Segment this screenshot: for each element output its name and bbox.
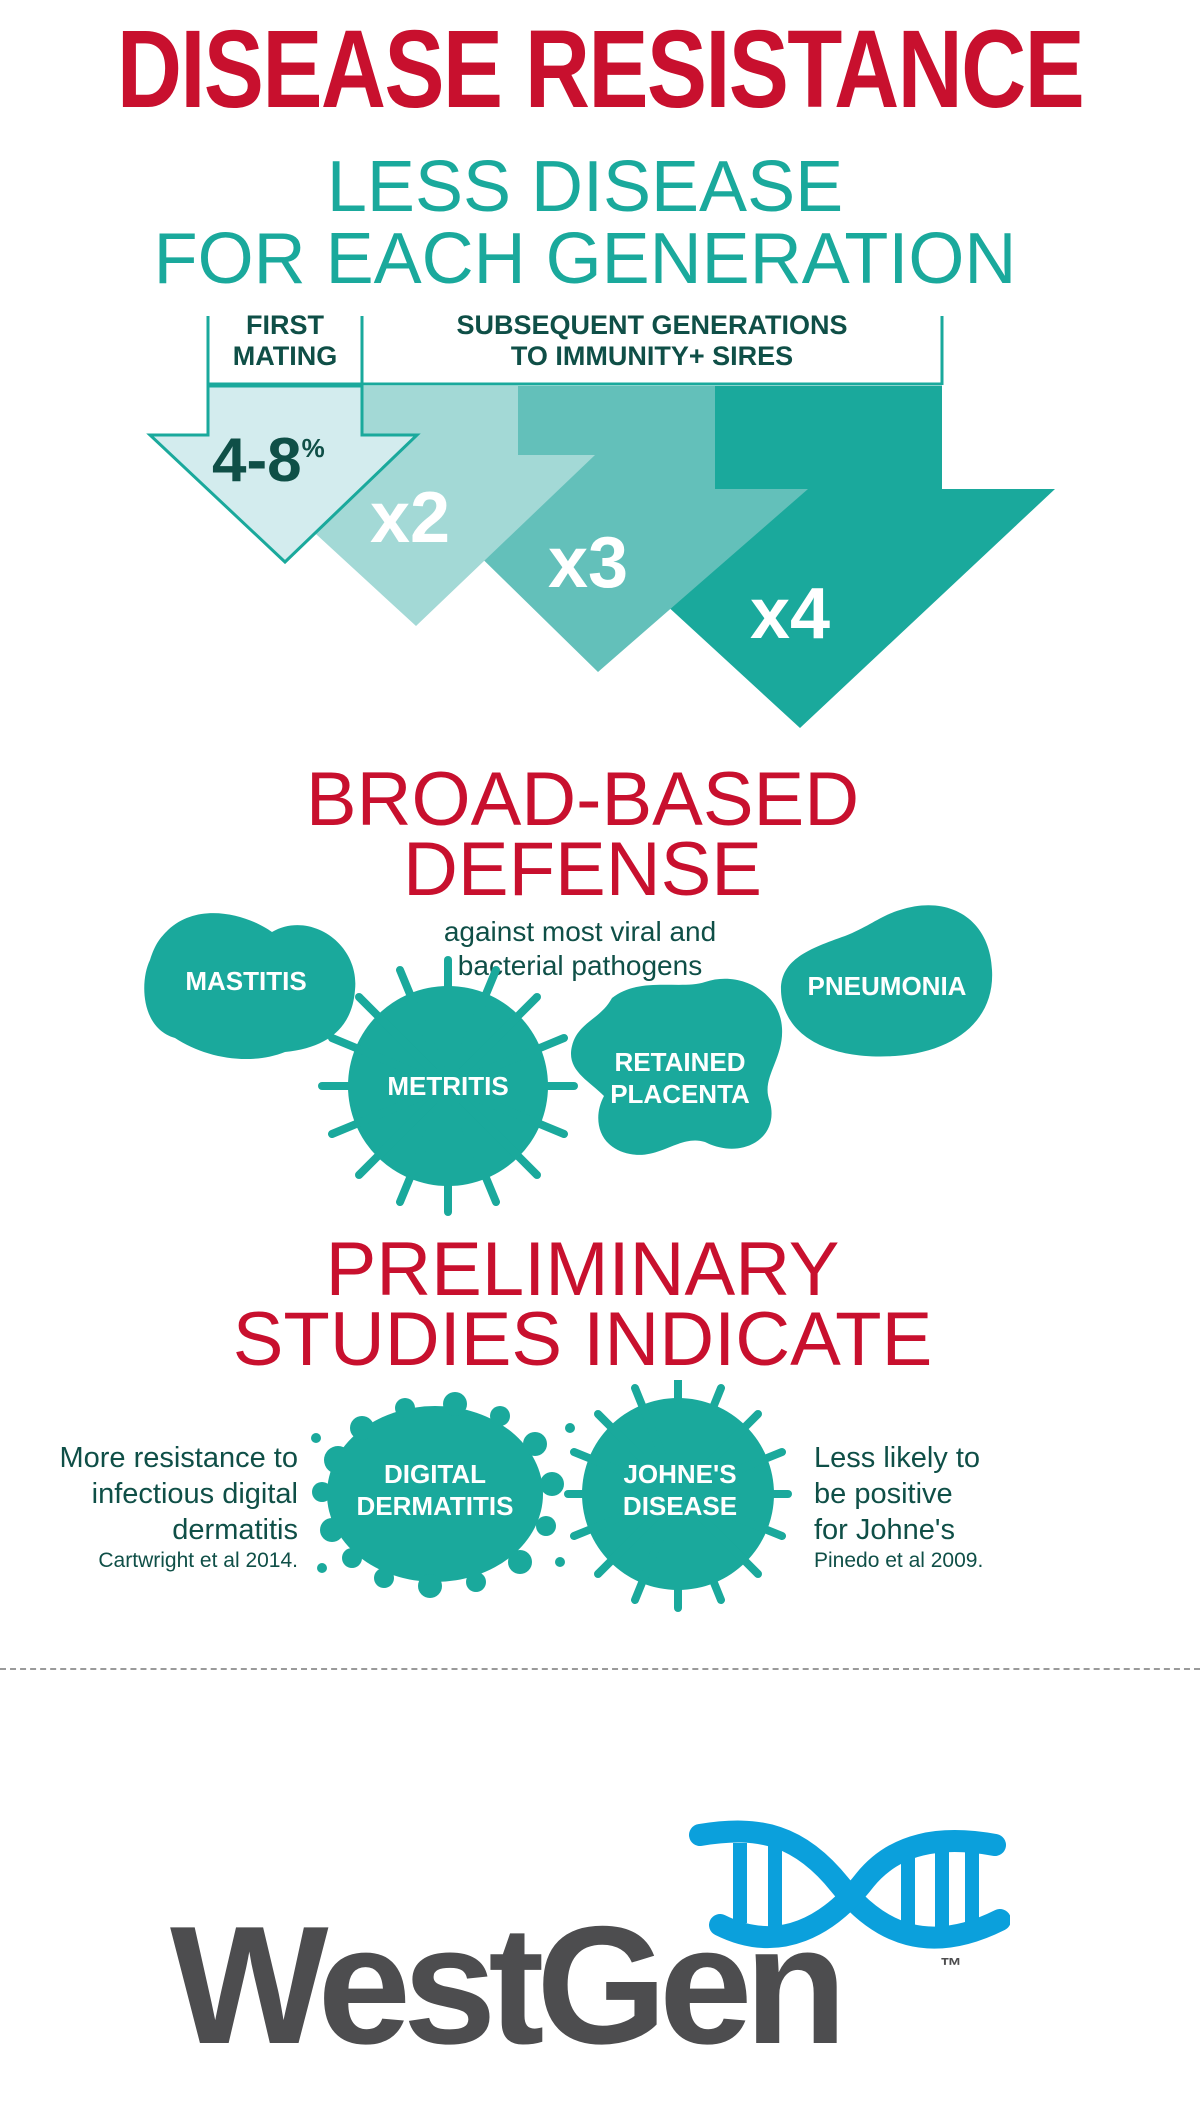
logo-wordmark: WestGen [170,1891,847,2079]
studies-title-line2: STUDIES INDICATE [232,1297,933,1382]
multiplier-gen3: x3 [548,523,629,603]
multiplier-gen2: x2 [370,478,451,558]
retained-label-line2: PLACENTA [610,1079,750,1109]
digital-dermatitis-label: DIGITAL DERMATITIS [335,1458,535,1522]
subsequent-label-line1: SUBSEQUENT GENERATIONS [456,310,848,340]
right-text-line3: for Johne's [814,1514,955,1546]
digital-dermatitis-blob [311,1392,575,1598]
studies-title-line1: PRELIMINARY [325,1227,840,1312]
subsequent-generations-label: SUBSEQUENT GENERATIONS TO IMMUNITY+ SIRE… [362,310,942,372]
trademark-symbol: ™ [940,1953,962,1978]
first-mating-value: 4-8% [212,428,325,494]
dna-icon [689,1820,1010,1949]
generations-arrow-chart [146,316,1055,728]
first-mating-label: FIRST MATING [208,310,362,372]
retained-placenta-label: RETAINED PLACENTA [585,1046,775,1110]
arrow-gen3 [411,386,808,672]
retained-label-line1: RETAINED [614,1047,746,1077]
pneumonia-label: PNEUMONIA [807,971,967,1001]
generations-subtitle-line1: LESS DISEASE [326,147,844,227]
metritis-label: METRITIS [387,1071,509,1101]
right-text-line2: be positive [814,1478,953,1510]
johnes-label-line1: JOHNE'S [623,1459,737,1489]
digital-label-line2: DERMATITIS [356,1491,514,1521]
pathogen-shapes [144,905,993,1216]
pneumonia-blob [780,905,993,1057]
percent-sign: % [301,433,325,463]
first-mating-label-line1: FIRST [246,310,324,340]
first-mating-percent-value: 4-8 [212,426,302,495]
dashed-divider [0,1668,1200,1670]
arrow-first-mating [146,384,421,565]
defense-desc-line2: bacterial pathogens [457,950,703,981]
page-title: DISEASE RESISTANCE [116,8,1085,131]
defense-title-line1: BROAD-BASED [305,757,860,842]
johnes-finding: Less likely to be positive for Johne's P… [814,1440,1114,1574]
defense-desc-line1: against most viral and [443,916,717,947]
subsequent-bracket [362,316,944,386]
johnes-disease-label: JOHNE'S DISEASE [580,1458,780,1522]
generations-subtitle-line2: FOR EACH GENERATION [153,219,1017,299]
metritis-blob [318,956,578,1216]
mastitis-label: MASTITIS [185,966,307,996]
subsequent-label-line2: TO IMMUNITY+ SIRES [510,341,794,371]
arrow-gen4 [540,386,1055,728]
mastitis-blob [144,913,356,1060]
digital-label-line1: DIGITAL [383,1459,487,1489]
study-shapes [311,1380,792,1612]
left-citation: Cartwright et al 2014. [98,1549,298,1572]
johnes-disease-blob [564,1380,792,1612]
first-mating-bracket [206,316,364,386]
defense-description: against most viral and bacterial pathoge… [380,915,780,983]
right-text-line1: Less likely to [814,1442,981,1474]
left-text-line2: infectious digital [91,1478,298,1510]
defense-title-line2: DEFENSE [403,827,762,912]
first-mating-label-line2: MATING [232,341,338,371]
johnes-label-line2: DISEASE [622,1491,738,1521]
left-text-line3: dermatitis [172,1514,298,1546]
retained-placenta-blob [570,978,783,1155]
digital-dermatitis-finding: More resistance to infectious digital de… [20,1440,298,1574]
right-citation: Pinedo et al 2009. [814,1549,984,1572]
left-text-line1: More resistance to [59,1442,298,1474]
arrow-gen2 [230,386,595,626]
multiplier-gen4: x4 [750,574,831,654]
westgen-logo: WestGen ™ [170,1815,1050,2075]
